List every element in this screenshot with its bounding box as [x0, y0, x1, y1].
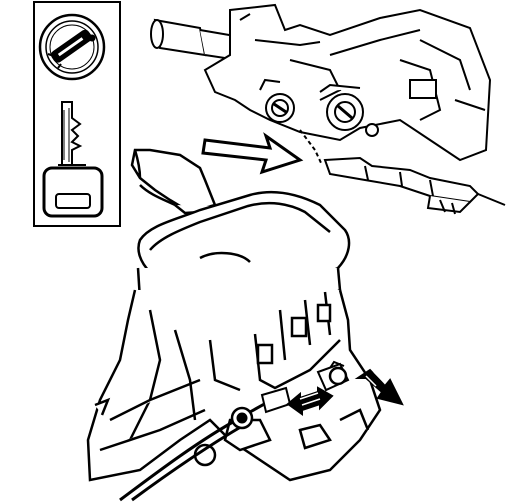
inset-panel	[33, 1, 121, 227]
steering-column-lock-cylinder	[150, 3, 492, 166]
shift-lock-cable	[119, 360, 350, 502]
hand-pressing-shift-lever	[130, 148, 217, 215]
ignition-key-icon	[42, 101, 104, 218]
ignition-lock-symbol-icon	[38, 13, 106, 81]
direction-arrow-solid	[354, 368, 404, 406]
direction-arrow-double-headed	[286, 386, 334, 416]
direction-arrow-outline	[201, 132, 304, 175]
gear-shift-housing	[86, 191, 382, 482]
cable-end-connector	[323, 156, 506, 215]
